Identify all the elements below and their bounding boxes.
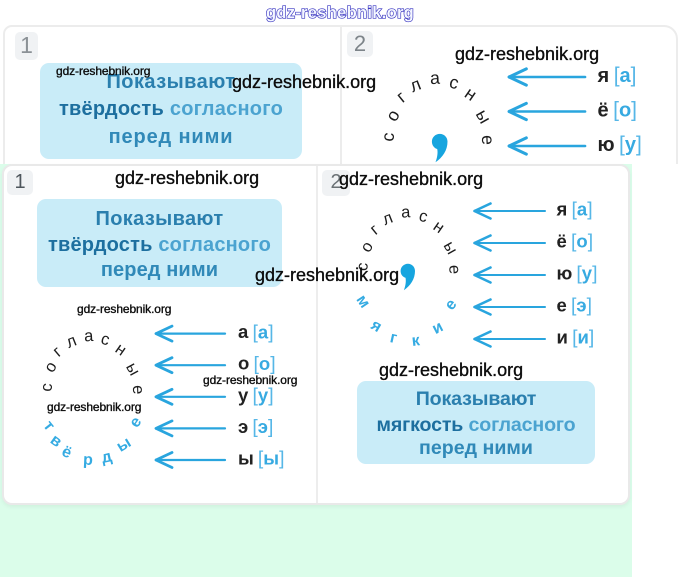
svg-text:ё: ё [598, 99, 609, 121]
svg-text:р: р [83, 452, 94, 469]
svg-text:ы: ы [122, 360, 143, 379]
svg-text:[о]: [о] [254, 353, 276, 375]
svg-text:а: а [84, 327, 95, 345]
svg-text:а: а [238, 321, 249, 342]
svg-text:н: н [112, 340, 130, 360]
svg-text:ы: ы [114, 434, 135, 456]
svg-text:л: л [380, 209, 396, 229]
svg-text:е: е [445, 265, 463, 275]
svg-text:а: а [430, 68, 441, 88]
svg-text:[ы]: [ы] [258, 448, 285, 470]
svg-text:а: а [401, 203, 412, 221]
svg-text:я: я [367, 316, 384, 336]
svg-text:е: е [557, 295, 567, 316]
svg-text:[и]: [и] [572, 327, 594, 349]
svg-text:и: и [557, 327, 568, 348]
svg-text:ы: ы [440, 238, 461, 257]
svg-text:е: е [129, 385, 147, 395]
svg-text:[у]: [у] [576, 263, 597, 285]
svg-text:[у]: [у] [619, 133, 642, 156]
svg-text:ю: ю [598, 134, 615, 156]
svg-text:с: с [417, 207, 430, 227]
svg-text:ы: ы [238, 448, 254, 469]
svg-text:[о]: [о] [613, 99, 637, 122]
svg-text:к: к [411, 332, 422, 350]
svg-text:я: я [556, 199, 568, 220]
svg-text:в: в [47, 431, 65, 451]
svg-text:с: с [37, 382, 56, 392]
svg-text:д: д [100, 448, 114, 467]
svg-text:г: г [367, 221, 383, 239]
svg-text:с: с [377, 132, 398, 143]
svg-text:я: я [597, 65, 610, 87]
svg-text:с: с [99, 330, 112, 350]
svg-text:ю: ю [557, 263, 573, 284]
svg-text:е: е [126, 414, 145, 431]
svg-text:м: м [353, 292, 374, 311]
svg-text:[о]: [о] [571, 231, 593, 253]
svg-text:gdz-reshebnik.org: gdz-reshebnik.org [266, 4, 414, 22]
svg-text:ё: ё [59, 443, 74, 462]
svg-text:е: е [478, 135, 498, 146]
svg-text:л: л [64, 332, 80, 352]
svg-text:с: с [353, 262, 372, 272]
svg-text:о: о [41, 358, 61, 375]
svg-text:ё: ё [557, 231, 567, 252]
svg-text:[э]: [э] [571, 295, 592, 317]
svg-text:у: у [238, 384, 249, 405]
svg-text:о: о [357, 238, 377, 255]
svg-text:г: г [388, 329, 399, 347]
svg-text:[а]: [а] [614, 64, 637, 87]
svg-text:о: о [238, 353, 249, 374]
svg-text:н: н [430, 217, 448, 237]
svg-text:е: е [442, 296, 461, 314]
svg-text:т: т [40, 418, 58, 435]
svg-text:э: э [238, 416, 248, 437]
svg-text:[а]: [а] [572, 199, 593, 221]
svg-text:[у]: [у] [253, 385, 274, 407]
svg-text:г: г [49, 343, 65, 361]
svg-text:[а]: [а] [253, 321, 274, 343]
svg-text:[э]: [э] [252, 416, 273, 438]
svg-text:и: и [430, 318, 447, 338]
